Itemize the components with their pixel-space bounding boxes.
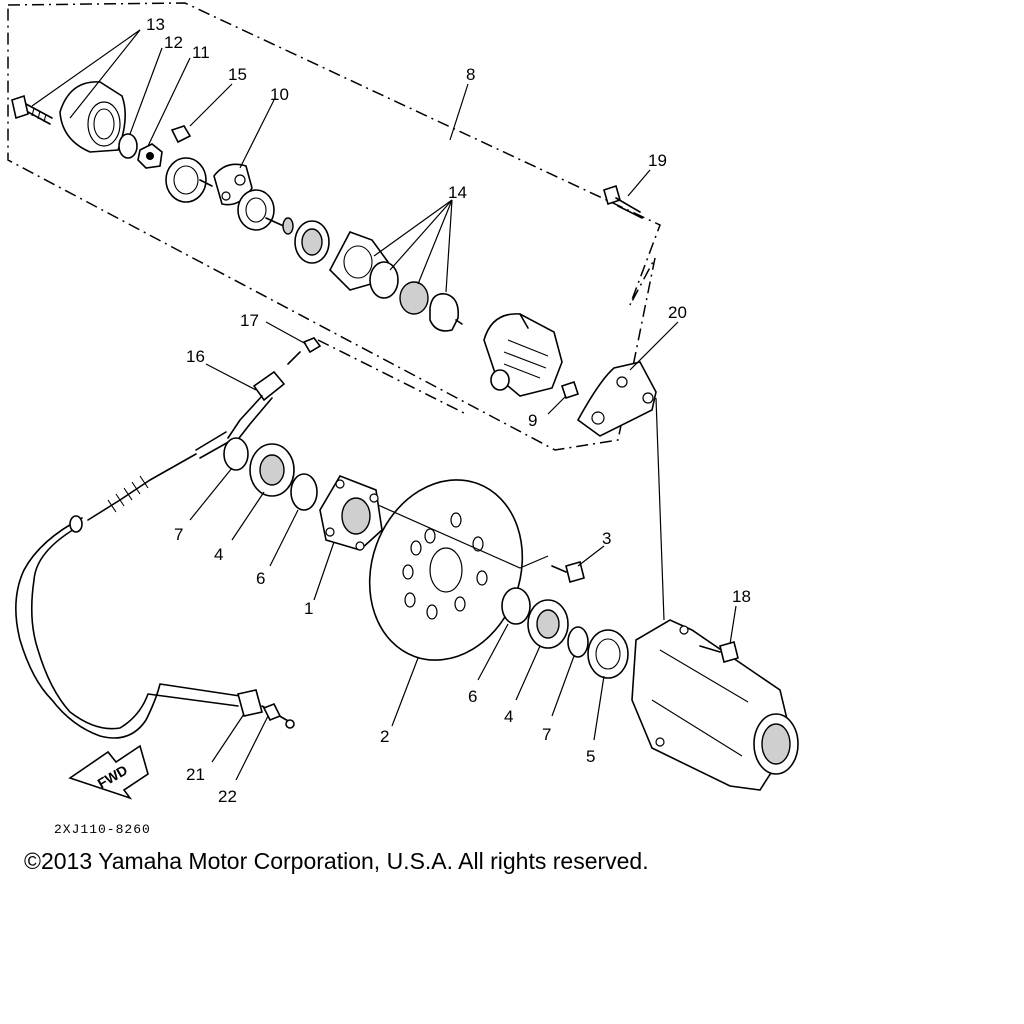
callout-2: 2	[380, 727, 389, 746]
circlip-7-left	[223, 437, 249, 471]
bolt-9	[560, 380, 580, 400]
brake-cable-16	[15, 370, 286, 739]
callout-22: 22	[218, 787, 237, 806]
circlip-7-right	[567, 626, 589, 658]
plate-10	[213, 163, 253, 206]
callout-5: 5	[586, 747, 595, 766]
gear-shaft	[237, 189, 294, 235]
drawing-code: 2XJ110-8260	[54, 822, 151, 837]
bearing-4-right	[527, 599, 569, 649]
callout-7-left: 7	[174, 525, 183, 544]
bearing-4-left	[249, 443, 295, 497]
callout-18: 18	[732, 587, 751, 606]
nut-17	[287, 337, 322, 365]
bolt-3	[551, 561, 585, 583]
caliper-body	[483, 313, 563, 397]
callout-1: 1	[304, 599, 313, 618]
locknut-22	[262, 702, 282, 722]
seal-kit-14	[369, 261, 463, 332]
bearing	[294, 220, 330, 264]
copyright-notice: ©2013 Yamaha Motor Corporation, U.S.A. A…	[24, 848, 649, 874]
seal-6-right	[501, 587, 531, 625]
seal-5	[587, 629, 629, 679]
pin-15	[170, 125, 192, 144]
callout-17: 17	[240, 311, 259, 330]
callout-6-left: 6	[256, 569, 265, 588]
callout-20: 20	[668, 303, 687, 322]
seal-6-left	[290, 473, 318, 511]
caliper-cover	[59, 81, 126, 153]
callout-4-right: 4	[504, 707, 513, 726]
callout-16: 16	[186, 347, 205, 366]
callout-6-right: 6	[468, 687, 477, 706]
fwd-arrow-icon	[68, 744, 149, 800]
callout-7-right: 7	[542, 725, 551, 744]
brake-disc-2	[368, 479, 549, 661]
callout-13: 13	[146, 15, 165, 34]
bracket-20	[576, 361, 665, 621]
callout-4-left: 4	[214, 545, 223, 564]
callout-14: 14	[448, 183, 467, 202]
callout-11: 11	[192, 43, 210, 62]
callout-12: 12	[164, 33, 183, 52]
bolt-18	[699, 641, 739, 663]
axle-housing	[631, 619, 799, 791]
bolt-19	[603, 184, 643, 219]
adjuster-11	[137, 143, 163, 169]
callout-21: 21	[186, 765, 205, 784]
hub-1	[319, 475, 383, 551]
leader-lines	[31, 29, 737, 781]
caliper-assembly-boundary	[7, 2, 661, 451]
callout-9: 9	[528, 411, 537, 430]
washer-12	[118, 133, 138, 159]
callout-8: 8	[466, 65, 475, 84]
callout-19: 19	[648, 151, 667, 170]
piston	[165, 157, 213, 203]
bolt-13	[11, 94, 53, 125]
callout-3: 3	[602, 529, 611, 548]
callout-10: 10	[270, 85, 289, 104]
callout-15: 15	[228, 65, 247, 84]
callout-numbers: 13 12 11 15 10 8 14 19 20 17 16 9 7 4 6 …	[146, 15, 751, 806]
